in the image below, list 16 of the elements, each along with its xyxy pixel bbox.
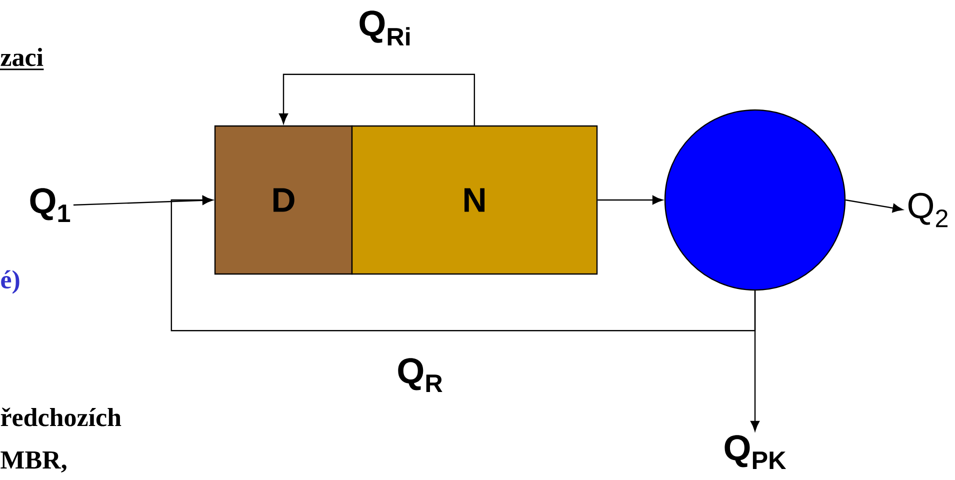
arrow: [846, 199, 903, 213]
tank-box: N: [351, 125, 598, 275]
flow-label: Q$_{PK}$: [724, 435, 786, 469]
edge-label: Q$_{Ri}$: [357, 10, 413, 46]
clarifier-circle: [664, 109, 846, 291]
tank-box: D: [214, 125, 353, 275]
text-fragment: ředchozích: [0, 408, 122, 426]
flow-label: Q$_{1}$: [30, 188, 70, 222]
flow-label: Q$_{2}$: [908, 192, 948, 228]
arrow: [598, 196, 663, 204]
arrow: [279, 74, 475, 126]
text-fragment: MBR,: [0, 451, 66, 473]
arrow: [170, 196, 756, 332]
underlined-text: zaci: [0, 48, 44, 66]
text-fragment: é): [1, 270, 20, 294]
edge-label: Q$_{R}$: [396, 357, 444, 393]
